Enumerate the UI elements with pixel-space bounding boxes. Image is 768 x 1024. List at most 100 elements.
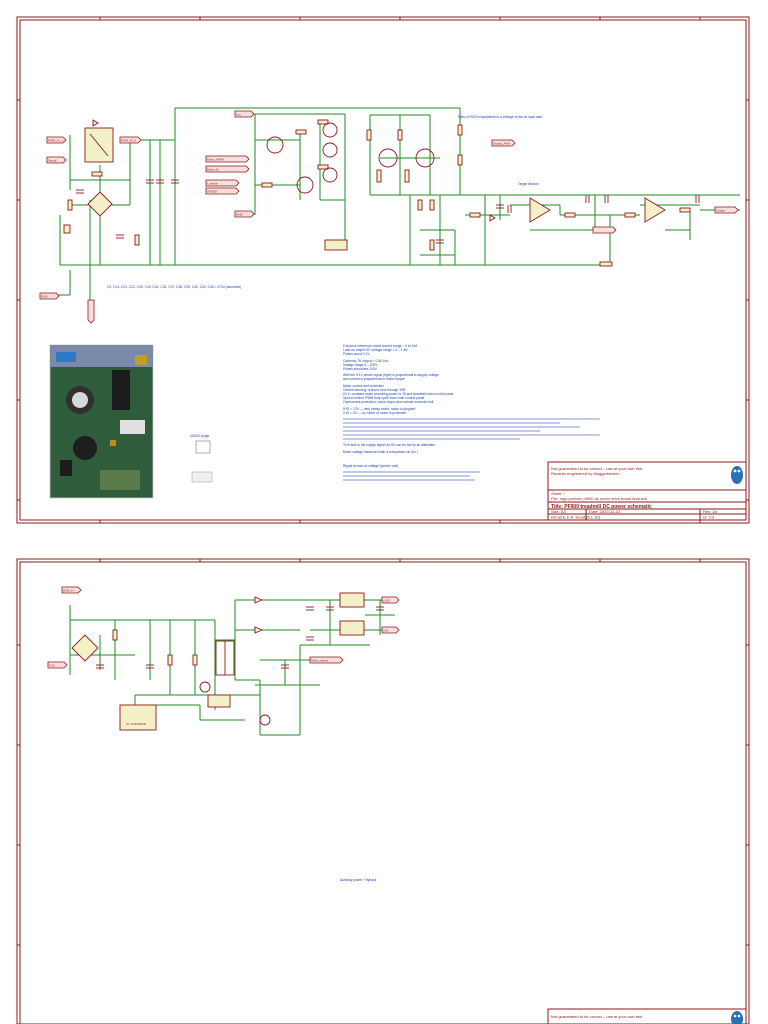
net-flag-motor-pwm (205, 155, 250, 163)
net-flag-motor-sense (309, 656, 344, 664)
opamp-u4b (644, 197, 666, 223)
net-label-gnd: GND (236, 213, 244, 217)
note-line-1: Full-drive reference circuit current ran… (343, 344, 418, 348)
resistor-r31 (376, 169, 382, 183)
transistor-q3 (322, 122, 338, 138)
resistor-r52 (67, 199, 73, 211)
diode-d3 (489, 214, 496, 222)
note-line-2: Load on output DC voltage range = 0 – 1.… (343, 348, 408, 352)
sheet-1-components (63, 119, 700, 267)
net-flag-i-sense (205, 179, 240, 187)
net-label-output: Output (716, 209, 725, 213)
resistor-r19 (134, 234, 140, 246)
resistor-r42 (679, 207, 691, 213)
net-flag-5v (381, 626, 400, 634)
schematic-title: Title: PF900 treadmill DC power schemati… (551, 504, 652, 510)
connector-tp20 (324, 239, 348, 251)
note-line-4: Cadency, 0V output = 0.50 Vcc (343, 359, 389, 363)
net-label-pwr-in-2: PWR_IN_2 (121, 139, 136, 143)
note-line-18: Ripple across dc voltage (screen unit) (343, 464, 398, 468)
note-line-8: and current is proportional to motor tor… (343, 377, 405, 381)
sheet-1-net-flags: PWR_IN_1 PWR_IN_2 Signal Vcc Motor_PWM M… (39, 110, 739, 324)
sheet-2-net-flags: GND_H VCC Motor_sense +15V +5V (47, 586, 400, 669)
resistor-ra3 (192, 654, 198, 666)
bus-caps-note: C9, C14, C21, C22, C25, C30, C31, C32, C… (107, 285, 241, 289)
transistor-q4 (322, 142, 338, 158)
notes-block: Full-drive reference circuit current ran… (343, 344, 600, 481)
connector-illustration: CN001 plugs (190, 434, 213, 483)
sheet-name: Sheet: / (551, 491, 566, 496)
note-line-17: Motor voltage measured with a comparator… (343, 450, 418, 454)
net-label-5v: +5V (383, 629, 388, 633)
disclaimer-text-sheet-2: Not guaranteed to be correct – use at yo… (551, 1014, 643, 1019)
net-flag-gnd (234, 210, 255, 218)
note-line-13: Overcurrent protection: motor stops when… (343, 400, 433, 404)
net-label-vcc-2: VCC (49, 664, 56, 668)
net-flag-output-2 (592, 226, 617, 234)
sheet-2-capacitors (96, 606, 384, 669)
schematic-sheet-2-drawing: U1 TOP245PN GND_H VCC Motor_sense +15V +… (16, 558, 750, 1024)
mosfet-q7 (415, 148, 435, 168)
resistor-r41 (624, 212, 636, 218)
resistor-r53 (91, 171, 103, 177)
mosfet-q6 (378, 148, 398, 168)
title-block-1: Not guaranteed to be correct – use at yo… (547, 461, 747, 521)
net-label-signal: Signal (48, 159, 57, 163)
disclaimer-text: Not guaranteed to be correct – use at yo… (551, 466, 643, 471)
sheet-2-frame (16, 558, 750, 1024)
note-line-7: With the 0.1V sense signal (right) is pr… (343, 373, 439, 377)
net-flag-pwr-in-2 (119, 136, 142, 144)
transistor-q11 (259, 714, 271, 726)
photo-caption: CN001 plugs (190, 434, 209, 438)
resistor-r28 (457, 154, 463, 166)
schematic-sheet-2: U1 TOP245PN GND_H VCC Motor_sense +15V +… (0, 545, 768, 1024)
note-line-15: If IO = 0V — no motor or motor is protec… (343, 411, 406, 415)
net-label-15v: +15V (383, 599, 390, 603)
note-line-14: If IO = 12V — very heavy motor, motor is… (343, 407, 415, 411)
sheet-2-inner-frame (19, 561, 747, 1024)
net-flag-vcc-2 (47, 661, 68, 669)
resistor-r43 (599, 261, 613, 267)
optocoupler (207, 694, 231, 708)
net-flag-pwr-in-1 (46, 136, 67, 144)
disclaimer-text-2: Reverse engineered by Maggerhacker (551, 471, 620, 476)
net-flag-output (714, 206, 739, 214)
regulator-u3 (339, 620, 365, 636)
ic-u1 (119, 704, 157, 731)
schematic-sheet-1: PWR_IN_1 PWR_IN_2 Signal Vcc Motor_PWM M… (16, 16, 750, 524)
net-flag-signal (46, 156, 67, 164)
bridge-rectifier-2 (71, 634, 99, 662)
note-line-9: Motor control and protection (343, 384, 384, 388)
note-line-10: Current sensing: a shunt runs through 1R… (343, 388, 405, 392)
note-line-6: Pulses smoothed 200V (343, 367, 378, 371)
resistor-r26 (261, 182, 273, 188)
resistor-r23 (295, 129, 307, 135)
sheet-rev: Rev: 2a (703, 509, 718, 514)
resistor-r32 (397, 129, 403, 141)
transistor-q10 (199, 681, 211, 693)
sheet-id: Id: 1/3 (703, 515, 715, 520)
sheet-2-frame-ticks (17, 559, 749, 946)
net-flag-gnd-h (61, 586, 82, 594)
net-flag-vcc (234, 110, 255, 118)
resistor-r44 (429, 239, 435, 251)
note-line-12: Speed control: PWM duty cycle from main … (343, 396, 424, 400)
sheet-1-inner-frame (19, 19, 747, 521)
transistor-q2 (296, 176, 314, 194)
diode-d1 (92, 119, 99, 127)
aux-power-label: Auxiliary power + flyback (340, 878, 377, 882)
resistor-r37 (469, 212, 481, 218)
sheet-2-wires (69, 599, 395, 736)
schematic-sheet-1-drawing: PWR_IN_1 PWR_IN_2 Signal Vcc Motor_PWM M… (16, 16, 750, 524)
net-label-motor-fb: Motor_fb (207, 168, 219, 172)
sheet-1-annotations: C9, C14, C21, C22, C25, C30, C31, C32, C… (107, 115, 542, 289)
resistor-r30 (366, 129, 372, 141)
net-label-pwr-in-1: PWR_IN_1 (48, 139, 63, 143)
file-name: File: mgs-proform pf900 dc motor drive b… (551, 496, 647, 501)
sheet-tool: KiCad E.D.A. kicad (5.1.10) (551, 515, 601, 520)
resistor-r27 (457, 124, 463, 136)
net-label-motor-sense: Motor_sense (311, 659, 329, 663)
net-label-speed: SPEED (207, 190, 218, 194)
resistor-r25 (317, 164, 329, 170)
net-flag-vertical (87, 299, 95, 324)
